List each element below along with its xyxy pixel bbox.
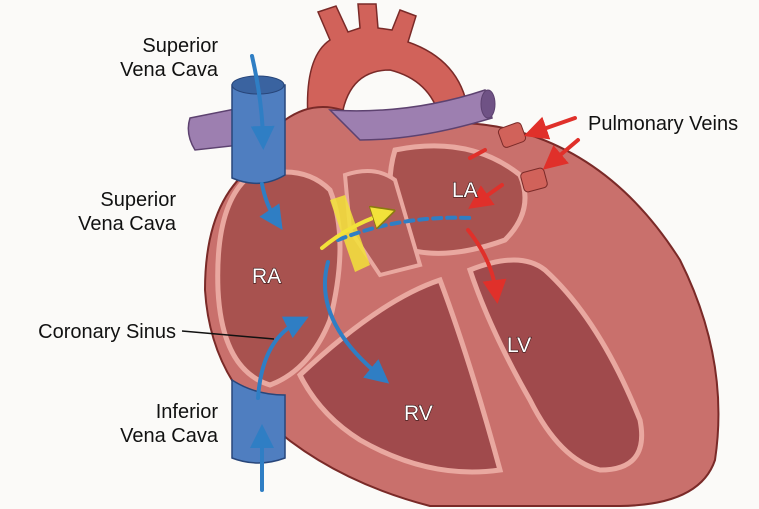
aortic-arch	[306, 3, 469, 141]
label-lv: LV	[507, 334, 531, 357]
flow-arrow-pv2	[542, 138, 580, 170]
flow-arrow-coronary-sinus	[256, 316, 309, 400]
label-svc-mid-line1: Superior	[100, 189, 176, 211]
flow-arrow-la2	[468, 183, 504, 209]
pulmonary-artery-opening	[480, 89, 496, 119]
flow-arrow-foramen	[320, 214, 384, 250]
label-ra: RA	[252, 265, 281, 288]
right-atrium	[215, 169, 343, 388]
label-svc-top-line1: Superior	[142, 35, 218, 57]
right-ventricle	[296, 276, 504, 475]
flow-arrows	[250, 54, 580, 492]
label-coronary-sinus: Coronary Sinus	[38, 321, 176, 343]
label-rv: RV	[404, 402, 433, 425]
label-la: LA	[452, 179, 478, 202]
pulmonary-vein-upper	[497, 122, 527, 148]
flow-arrow-pv1	[523, 116, 577, 140]
flow-arrow-shunt-dashed	[336, 215, 474, 242]
flow-arrow-svc	[250, 54, 275, 150]
left-ventricle	[466, 257, 645, 473]
label-ivc-line2: Vena Cava	[120, 425, 219, 447]
label-ivc-line1: Inferior	[156, 401, 219, 423]
flow-arrow-la-lv	[466, 228, 507, 304]
flow-arrow-ra-rv	[323, 260, 390, 384]
label-pulmonary-veins: Pulmonary Veins	[588, 113, 738, 135]
label-svc-top-line2: Vena Cava	[120, 59, 219, 81]
pulmonary-veins	[497, 122, 548, 193]
label-svc-mid-line2: Vena Cava	[78, 213, 177, 235]
coronary-sinus-leader	[181, 330, 275, 340]
flow-arrow-la1	[468, 148, 487, 160]
flow-arrow-into-ra	[259, 182, 283, 230]
pulmonary-vein-lower	[520, 167, 548, 193]
